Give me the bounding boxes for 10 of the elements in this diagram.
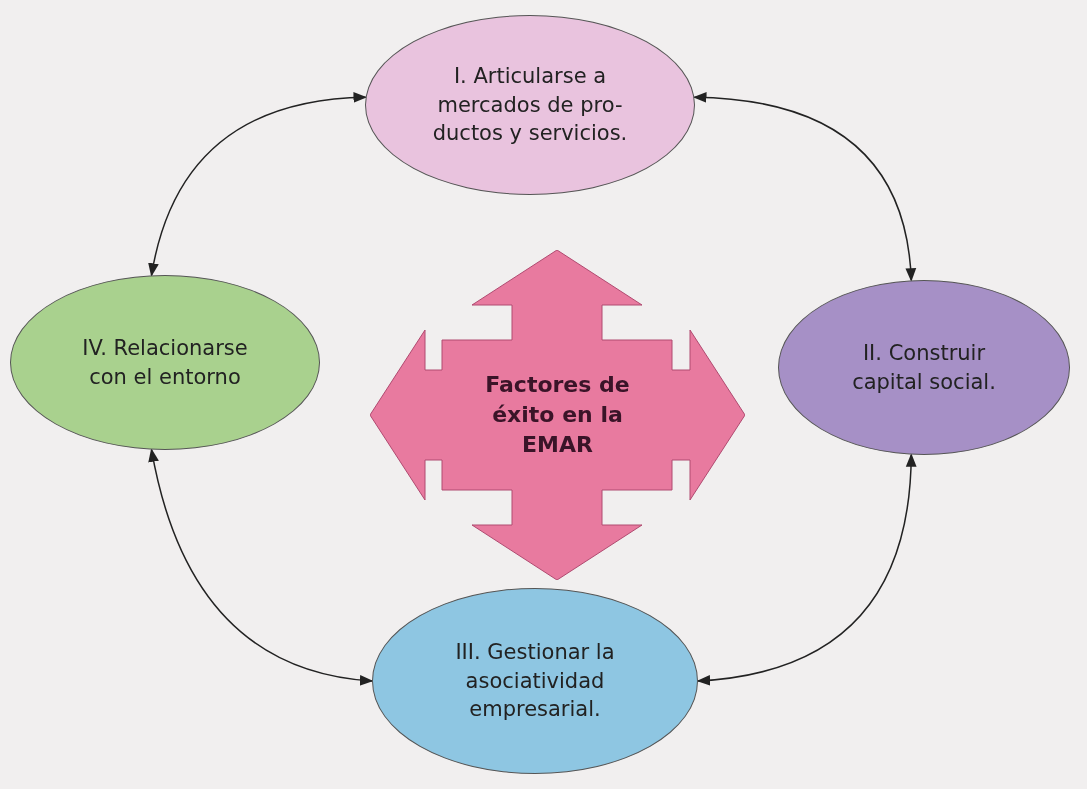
node-label: Factores de éxito en la EMAR [484,370,631,460]
double-arrow [148,448,374,685]
double-arrow [696,453,917,686]
double-arrow [693,92,916,282]
node-label: IV. Relacionarse con el entorno [81,334,249,391]
cross-shaped-node [370,250,745,580]
node-label: I. Articularse a mercados de pro- ductos y servicios. [431,62,629,148]
double-arrow [148,92,367,277]
node-label: III. Gestionar la asociatividad empresarial. [454,638,616,724]
node-label: II. Construir capital social. [851,339,997,396]
